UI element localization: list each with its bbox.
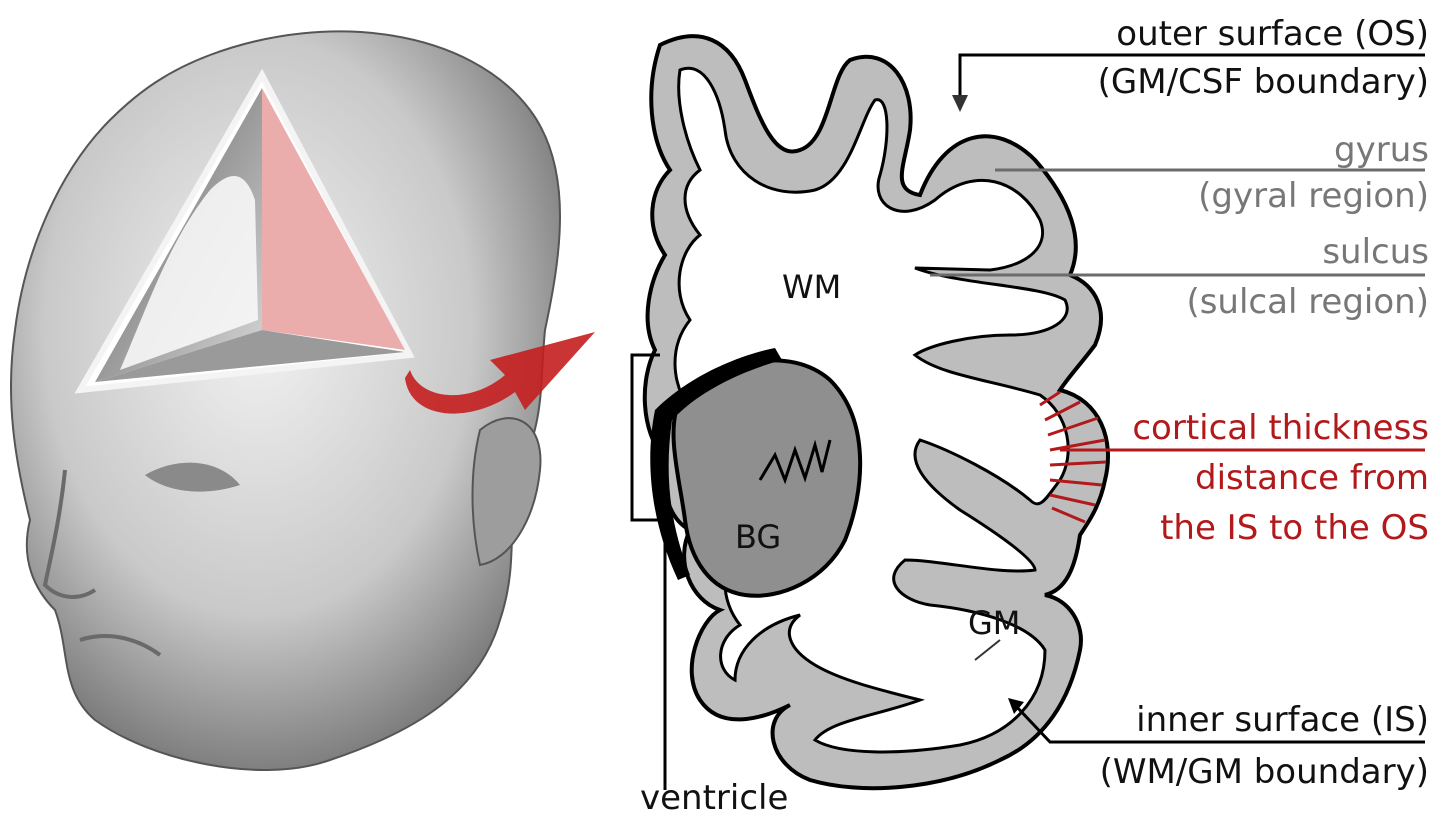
gyral-region-label: (gyral region)	[1198, 176, 1429, 216]
ventricle-outline	[630, 353, 667, 790]
sagittal-white-matter	[120, 176, 258, 370]
outer-boundary-label: (GM/CSF boundary)	[1097, 62, 1429, 102]
inner-boundary-label: (WM/GM boundary)	[1099, 752, 1429, 792]
distance-from-label: distance from	[1195, 458, 1429, 498]
ventricle-label: ventricle	[640, 778, 789, 818]
head-shape	[9, 30, 561, 771]
internal-capsule-band	[650, 348, 782, 580]
outer-surface-label: outer surface (OS)	[1116, 14, 1429, 54]
is-to-os-label: the IS to the OS	[1160, 508, 1429, 548]
nose-shape	[42, 469, 97, 599]
gm-leader	[974, 639, 1001, 661]
head-render	[9, 30, 595, 771]
striatum-striations	[758, 439, 832, 485]
sulcus-label: sulcus	[1322, 232, 1429, 272]
sulcal-region-label: (sulcal region)	[1186, 282, 1429, 322]
mouth-shape	[79, 633, 162, 657]
cortical-thickness-label: cortical thickness	[1132, 408, 1429, 448]
inner-surface-leader	[1013, 703, 1425, 744]
basal-ganglia-region	[671, 358, 863, 598]
gyrus-label: gyrus	[1334, 130, 1429, 170]
outer-surface-leader	[958, 53, 1425, 100]
ear-shape	[471, 417, 542, 567]
coronal-slice-highlight	[262, 88, 405, 350]
leader-lines	[930, 53, 1425, 744]
bg-label: BG	[735, 518, 782, 556]
outer-surface-arrowhead	[952, 95, 968, 112]
coronal-section	[630, 34, 1110, 791]
inner-surface-arrowhead	[1008, 698, 1024, 714]
gm-label: GM	[968, 604, 1021, 642]
inner-surface-label: inner surface (IS)	[1136, 700, 1429, 740]
eye-shape	[145, 462, 240, 492]
horizontal-slice	[95, 330, 405, 382]
transition-arrow	[405, 332, 595, 414]
cortical-thickness-markers	[1039, 390, 1107, 524]
wm-label: WM	[782, 268, 842, 306]
